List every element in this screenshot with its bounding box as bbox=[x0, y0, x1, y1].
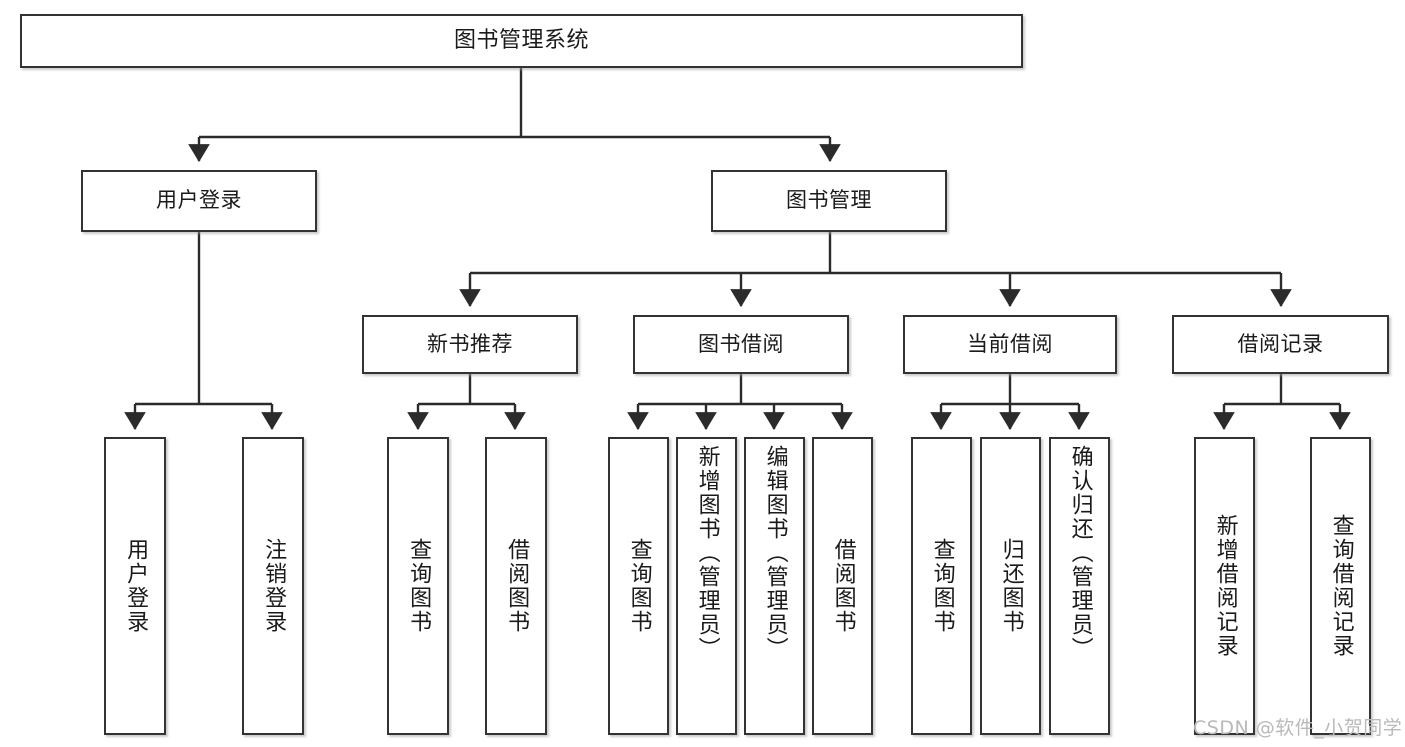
node-new-book-recommend-label: 新书推荐 bbox=[427, 331, 513, 356]
leaf-add-book-admin[interactable]: 新增图书（管理员） bbox=[676, 437, 737, 735]
leaf-confirm-return-admin[interactable]: 确认归还（管理员） bbox=[1049, 437, 1110, 735]
node-user-login-label: 用户登录 bbox=[156, 188, 242, 213]
node-book-management-label: 图书管理 bbox=[786, 188, 872, 213]
leaf-query-book-borrow-label: 查询图书 bbox=[626, 538, 652, 634]
leaf-query-book-current[interactable]: 查询图书 bbox=[911, 437, 972, 735]
leaf-confirm-return-admin-label: 确认归还（管理员） bbox=[1067, 445, 1093, 661]
leaf-query-book-newbook[interactable]: 查询图书 bbox=[387, 437, 449, 735]
leaf-query-book-newbook-label: 查询图书 bbox=[406, 538, 432, 634]
leaf-return-book-label: 归还图书 bbox=[998, 538, 1024, 634]
leaf-add-borrow-record[interactable]: 新增借阅记录 bbox=[1194, 437, 1255, 735]
leaf-return-book[interactable]: 归还图书 bbox=[980, 437, 1041, 735]
leaf-query-borrow-record[interactable]: 查询借阅记录 bbox=[1310, 437, 1371, 735]
leaf-borrow-book-label: 借阅图书 bbox=[830, 538, 856, 634]
leaf-borrow-book-newbook[interactable]: 借阅图书 bbox=[485, 437, 547, 735]
leaf-user-login-label: 用户登录 bbox=[123, 538, 149, 634]
leaf-logout-label: 注销登录 bbox=[261, 538, 287, 634]
leaf-add-borrow-record-label: 新增借阅记录 bbox=[1212, 514, 1238, 658]
leaf-user-login[interactable]: 用户登录 bbox=[104, 437, 166, 735]
leaf-query-book-current-label: 查询图书 bbox=[929, 538, 955, 634]
node-current-borrow[interactable]: 当前借阅 bbox=[903, 315, 1117, 374]
leaf-borrow-book[interactable]: 借阅图书 bbox=[812, 437, 873, 735]
node-borrow-records-label: 借阅记录 bbox=[1237, 331, 1324, 356]
node-root-label: 图书管理系统 bbox=[453, 27, 589, 53]
leaf-query-borrow-record-label: 查询借阅记录 bbox=[1328, 514, 1354, 658]
node-new-book-recommend[interactable]: 新书推荐 bbox=[362, 315, 578, 374]
leaf-logout[interactable]: 注销登录 bbox=[242, 437, 304, 735]
csdn-watermark: CSDN @软件_小贺同学 bbox=[1193, 717, 1403, 739]
node-borrow-records[interactable]: 借阅记录 bbox=[1172, 315, 1389, 374]
leaf-edit-book-admin-label: 编辑图书（管理员） bbox=[762, 445, 788, 661]
node-root[interactable]: 图书管理系统 bbox=[20, 14, 1023, 68]
node-user-login[interactable]: 用户登录 bbox=[81, 170, 317, 232]
leaf-query-book-borrow[interactable]: 查询图书 bbox=[608, 437, 669, 735]
leaf-add-book-admin-label: 新增图书（管理员） bbox=[694, 445, 720, 661]
leaf-edit-book-admin[interactable]: 编辑图书（管理员） bbox=[744, 437, 805, 735]
node-book-borrow[interactable]: 图书借阅 bbox=[633, 315, 849, 374]
node-book-management[interactable]: 图书管理 bbox=[711, 170, 947, 232]
node-book-borrow-label: 图书借阅 bbox=[698, 331, 784, 356]
node-current-borrow-label: 当前借阅 bbox=[967, 331, 1053, 356]
leaf-borrow-book-newbook-label: 借阅图书 bbox=[504, 538, 530, 634]
